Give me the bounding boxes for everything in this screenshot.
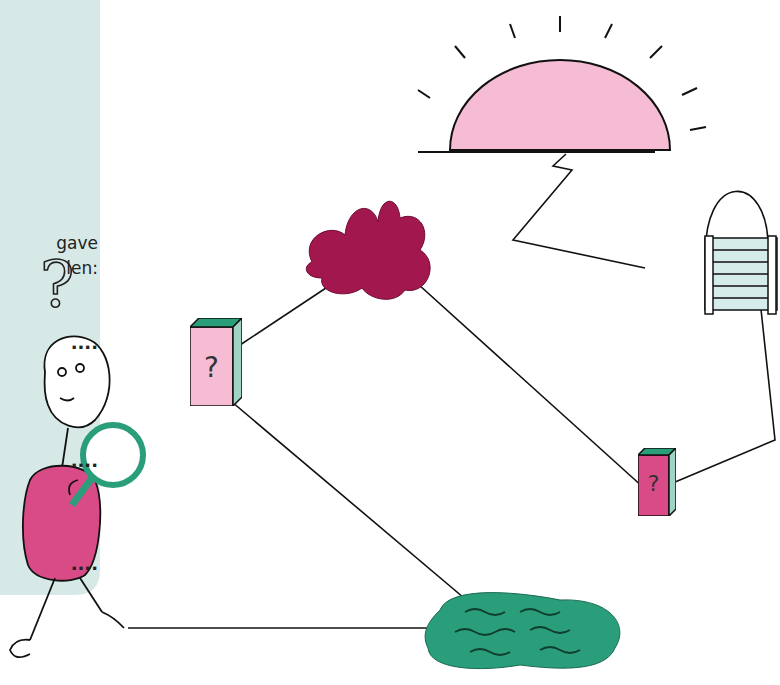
panel-text: .... [71, 553, 98, 574]
sun [418, 16, 706, 152]
box-side [233, 318, 242, 406]
question-box: ? [638, 448, 676, 516]
wire [128, 154, 775, 628]
question-box: ? [190, 318, 242, 406]
box-front [638, 455, 669, 516]
panel-text: .... [71, 332, 98, 353]
thought-question: ? [40, 248, 74, 322]
side-panel [0, 0, 100, 595]
cloud-blob [306, 201, 430, 299]
box-front [190, 327, 233, 406]
question-mark: ? [190, 354, 233, 382]
radiator [705, 236, 777, 314]
box-side [669, 448, 676, 516]
green-blob [425, 593, 620, 669]
question-mark: ? [638, 473, 669, 495]
stick-figure [10, 336, 143, 657]
panel-text: .... [71, 450, 98, 471]
